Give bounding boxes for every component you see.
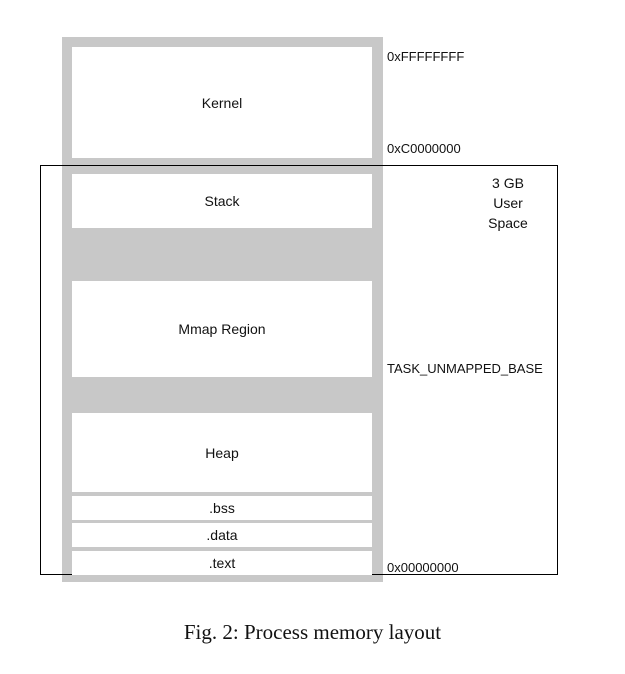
bss-segment: .bss <box>72 496 372 520</box>
heap-label: Heap <box>205 444 239 461</box>
heap-segment: Heap <box>72 413 372 492</box>
data-segment: .data <box>72 523 372 547</box>
address-top: 0xFFFFFFFF <box>387 49 465 64</box>
stack-segment: Stack <box>72 174 372 228</box>
address-task-unmapped-base: TASK_UNMAPPED_BASE <box>387 361 543 376</box>
address-kernel-boundary: 0xC0000000 <box>387 141 461 156</box>
mmap-region-segment: Mmap Region <box>72 281 372 377</box>
mmap-region-label: Mmap Region <box>178 321 266 337</box>
bss-label: .bss <box>209 500 235 516</box>
user-space-word-space: Space <box>488 215 528 231</box>
user-space-word-user: User <box>493 195 523 211</box>
user-space-size: 3 GB <box>492 175 524 191</box>
text-segment: .text <box>72 551 372 575</box>
user-space-label: 3 GB User Space <box>472 173 544 233</box>
figure-caption: Fig. 2: Process memory layout <box>183 620 442 644</box>
stack-label: Stack <box>204 193 240 209</box>
text-label: .text <box>208 555 236 571</box>
kernel-segment: Kernel <box>72 47 372 158</box>
kernel-label: Kernel <box>201 94 243 111</box>
address-bottom: 0x00000000 <box>387 560 459 575</box>
data-label: .data <box>206 527 238 543</box>
